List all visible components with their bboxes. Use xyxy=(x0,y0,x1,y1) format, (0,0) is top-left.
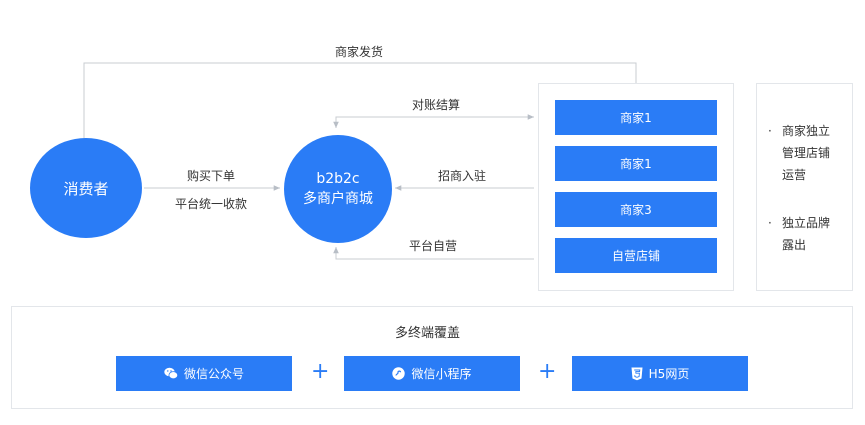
wechat-icon xyxy=(164,367,178,380)
reconcile-label: 对账结算 xyxy=(412,98,461,112)
terminal-title: 多终端覆盖 xyxy=(395,326,461,341)
merchant-join-label: 招商入驻 xyxy=(438,169,487,183)
plus-sign: + xyxy=(311,359,330,384)
merchant-ship-line xyxy=(83,62,637,140)
note-line: 管理店铺 xyxy=(782,146,831,160)
mini-program-icon xyxy=(392,367,406,380)
wechat-mini-program-button: 微信小程序 xyxy=(344,356,520,391)
self-operated-arrow xyxy=(333,247,534,260)
note-line: 商家独立 xyxy=(782,124,831,138)
note-brand-exposure: · 独立品牌 露出 xyxy=(768,212,831,256)
merchant-box-1: 商家1 xyxy=(555,100,717,135)
note-line: 运营 xyxy=(782,168,807,182)
h5-webpage-button: H5网页 xyxy=(572,356,748,391)
wechat-official-account-label: 微信公众号 xyxy=(183,367,244,381)
merchant-ship-label: 商家发货 xyxy=(335,45,384,59)
h5-webpage-label: H5网页 xyxy=(648,367,690,381)
mall-line1: b2b2c xyxy=(316,171,360,187)
purchase-label: 购买下单 xyxy=(187,169,236,183)
note-line: 独立品牌 xyxy=(782,216,831,230)
plus-sign: + xyxy=(538,359,557,384)
bullet-dot: · xyxy=(768,216,772,230)
unified-payment-label: 平台统一收款 xyxy=(175,197,248,211)
note-line: 露出 xyxy=(782,238,807,252)
mall-node: b2b2c 多商户商城 xyxy=(284,135,392,243)
consumer-label: 消费者 xyxy=(63,179,109,198)
bullet-dot: · xyxy=(768,124,772,138)
html5-icon xyxy=(631,367,643,380)
reconcile-line xyxy=(333,114,534,128)
self-store-box: 自营店铺 xyxy=(555,238,717,273)
merchant-box-3: 商家3 xyxy=(555,192,717,227)
self-operated-label: 平台自营 xyxy=(409,239,458,253)
mall-line2: 多商户商城 xyxy=(303,191,373,207)
merchant-box-2: 商家1 xyxy=(555,146,717,181)
wechat-official-account-button: 微信公众号 xyxy=(116,356,292,391)
wechat-mini-program-label: 微信小程序 xyxy=(411,367,472,381)
notes-panel xyxy=(756,83,853,291)
consumer-node: 消费者 xyxy=(30,138,142,238)
note-independent-operation: · 商家独立 管理店铺 运营 xyxy=(768,120,831,186)
